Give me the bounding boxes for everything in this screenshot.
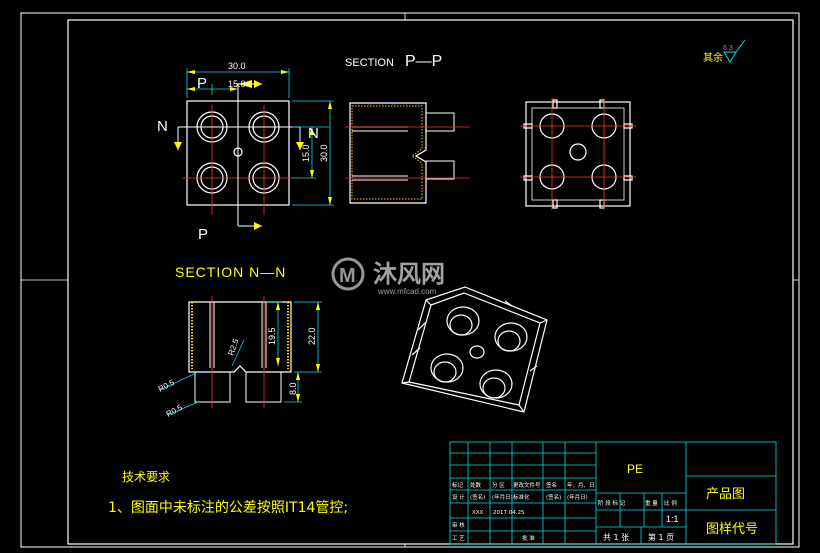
dim-right-half: 15.0 — [301, 144, 311, 162]
section-arrow-icon — [254, 80, 262, 88]
dim-top-width: 30.0 — [228, 61, 246, 71]
tb-sheet-total: 共 1 张 — [603, 533, 629, 542]
label-p-bottom: P — [198, 226, 208, 243]
tb-review: 审 核 — [452, 521, 465, 529]
watermark-logo-icon — [331, 257, 365, 291]
tb-approve: 批 准 — [522, 534, 535, 542]
tb-drawing-code: 图样代号 — [706, 522, 758, 537]
tb-stage-header: 比 例 — [664, 499, 677, 507]
tb-material: PE — [627, 462, 643, 476]
tb-signature2: (签名) — [546, 493, 561, 501]
section-pp-word: SECTION — [345, 57, 394, 69]
dim-nn-r05: R0.5 — [157, 378, 177, 394]
tb-header: 分 区 — [492, 481, 505, 489]
tb-stage-header: 重 量 — [645, 499, 658, 507]
dim-right-total: 30.0 — [319, 144, 329, 162]
tb-header: 更改文件号 — [513, 481, 541, 489]
tb-process: 工 艺 — [452, 535, 465, 542]
dim-nn-radius: R2.5 — [226, 337, 240, 356]
title-block: PE 产品图 图样代号 1:1 共 1 张 第 1 页 标记 处数 分 区 更改… — [449, 441, 777, 545]
watermark-url: www.mfcad.com — [377, 287, 437, 296]
section-arrow-icon — [174, 142, 182, 150]
tech-req-item1: 1、图面中未标注的公差按照IT14管控; — [108, 500, 348, 516]
svg-text:M: M — [339, 265, 356, 287]
dim-nn-foot: 8.0 — [288, 382, 298, 395]
tb-product: 产品图 — [706, 487, 745, 502]
label-n-right: N — [308, 125, 319, 142]
watermark: M 沐风网 www.mfcad.com — [331, 257, 445, 296]
isometric-view — [401, 286, 548, 413]
tb-standardize: 标准化 — [513, 493, 530, 501]
surface-note: 其余 — [703, 51, 723, 64]
tb-date-hint2: (年月日) — [567, 493, 588, 501]
label-n-left: N — [157, 118, 168, 135]
tb-designer-name: XXX — [472, 510, 484, 516]
watermark-brand: 沐风网 — [373, 260, 445, 288]
tb-sheet-num: 第 1 页 — [648, 532, 674, 542]
tb-date-hint: (年月日) — [492, 493, 513, 501]
dim-nn-depth: 19.5 — [267, 327, 277, 345]
label-p-top: P — [197, 75, 207, 92]
inner-border — [67, 19, 794, 545]
section-nn-view: SECTION N—N — [157, 264, 322, 419]
tech-req-title: 技术要求 — [122, 470, 170, 484]
top-view: 30.0 15.0 15.0 30.0 P P N N — [157, 61, 334, 243]
dim-nn-total: 22.0 — [307, 327, 317, 345]
tb-header: 标记 — [452, 481, 464, 489]
dim-nn-r05b: R0.5 — [165, 403, 185, 419]
section-pp-letters: P—P — [405, 53, 442, 70]
section-arrow-icon — [254, 222, 262, 230]
dim-top-half: 15.0 — [228, 79, 246, 89]
section-pp-view: SECTION P—P — [345, 53, 470, 204]
roughness-icon — [723, 51, 737, 63]
surface-value: 6.3 — [723, 45, 733, 52]
tb-header: 签名 — [546, 481, 557, 489]
tb-stage-header: 阶 段 标 记 — [598, 499, 626, 507]
tb-scale: 1:1 — [666, 514, 679, 524]
tb-header: 年、月、日 — [567, 481, 595, 489]
tb-date: 2017.04.25 — [493, 510, 525, 516]
tb-signature: (签名) — [470, 493, 485, 501]
section-arrow-icon — [296, 142, 304, 150]
tb-header: 处数 — [470, 481, 482, 489]
section-nn-title: SECTION N—N — [175, 264, 286, 280]
tb-designer-row: 设 计 — [452, 493, 465, 501]
bottom-view — [520, 98, 636, 210]
